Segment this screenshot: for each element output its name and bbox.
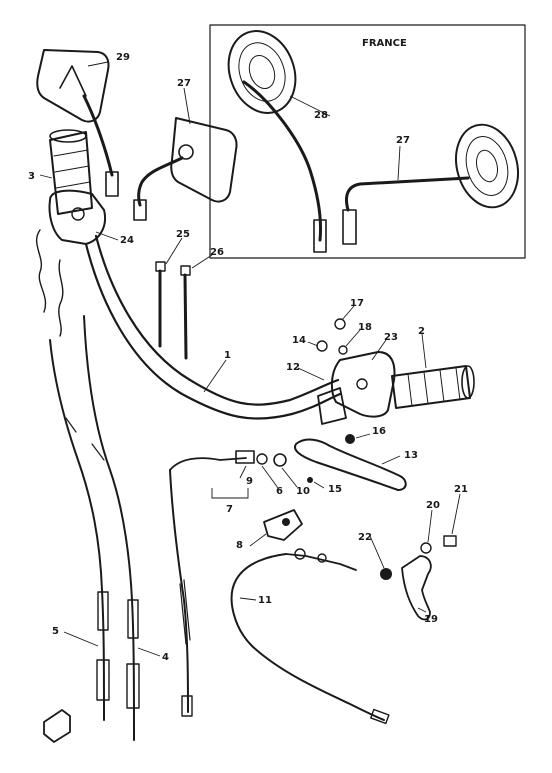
callout-8: 8 xyxy=(236,540,243,551)
callout-22: 22 xyxy=(358,532,372,543)
callout-2: 2 xyxy=(418,326,425,337)
callout-10: 10 xyxy=(296,486,310,497)
clutch-cable-11 xyxy=(230,548,390,725)
clutch-perch-parts xyxy=(169,450,287,499)
mirror-29-rect xyxy=(36,49,119,197)
callout-1: 1 xyxy=(224,350,231,361)
callout-26: 26 xyxy=(210,247,224,258)
callout-20: 20 xyxy=(426,500,440,511)
small-bracket xyxy=(43,709,71,743)
callout-25: 25 xyxy=(176,229,190,240)
mirror-28-round xyxy=(227,30,327,253)
screw-25 xyxy=(155,261,166,348)
callout-13: 13 xyxy=(404,450,418,461)
throttle-grip-2 xyxy=(391,365,475,409)
callout-6: 6 xyxy=(276,486,283,497)
callout-14: 14 xyxy=(292,335,306,346)
region-label: FRANCE xyxy=(362,38,407,49)
callout-28: 28 xyxy=(314,110,328,121)
callout-labels: 29 27 28 27 3 24 25 26 1 17 18 14 23 2 1… xyxy=(28,52,468,663)
callout-4: 4 xyxy=(162,652,169,663)
brake-holder-12 xyxy=(316,318,355,444)
right-switch-23 xyxy=(330,351,396,418)
france-inset: FRANCE xyxy=(209,24,526,259)
callout-18: 18 xyxy=(358,322,372,333)
callout-5: 5 xyxy=(52,626,59,637)
callout-27-france: 27 xyxy=(396,135,410,146)
callout-29: 29 xyxy=(116,52,130,63)
mirror-27-rect xyxy=(133,117,238,221)
brake-cable-long xyxy=(169,469,193,717)
callout-12: 12 xyxy=(286,362,300,373)
callout-16: 16 xyxy=(372,426,386,437)
bracket-8 xyxy=(263,509,303,541)
handlebar-1 xyxy=(84,234,342,420)
callout-17: 17 xyxy=(350,298,364,309)
lever-19 xyxy=(380,535,457,621)
callout-21: 21 xyxy=(454,484,468,495)
leader-lines xyxy=(39,61,461,657)
callout-3: 3 xyxy=(28,171,35,182)
callout-19: 19 xyxy=(424,614,438,625)
throttle-cables-4-5 xyxy=(49,315,140,741)
callout-7: 7 xyxy=(226,504,233,515)
callout-24: 24 xyxy=(120,235,134,246)
callout-9: 9 xyxy=(246,476,253,487)
left-grip-3 xyxy=(49,129,93,215)
brake-lever-13 xyxy=(294,438,407,491)
mirror-27-round xyxy=(342,123,519,245)
callout-27-std: 27 xyxy=(177,78,191,89)
callout-23: 23 xyxy=(384,332,398,343)
callout-15: 15 xyxy=(328,484,342,495)
left-switch-24 xyxy=(35,189,106,337)
screw-26 xyxy=(180,265,191,360)
callout-11: 11 xyxy=(258,595,272,606)
